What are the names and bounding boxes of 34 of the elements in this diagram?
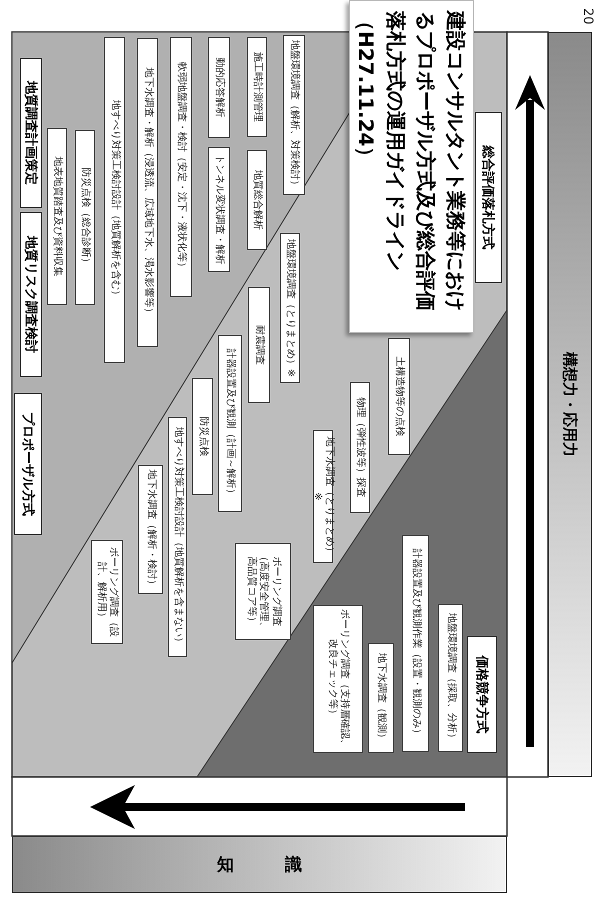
task-box: 地下水調査（とりまとめ）※ [313, 430, 333, 563]
task-box: 地下水調査（観測） [368, 643, 394, 753]
task-box: 計器設置及び観測作業（設置・観測のみ） [402, 535, 429, 752]
task-box: 地盤環境調査（解析、対策検討） [283, 35, 305, 195]
task-box: トンネル変状調査・解析 [208, 147, 230, 272]
task-box: 防災点検（総合診断） [75, 130, 95, 305]
method-heading: 総合評価落札方式 [475, 112, 502, 283]
task-box: 耐震調査 [248, 287, 270, 403]
task-box: 地すべり対策工検討設計（地質解析を含まない） [168, 417, 187, 657]
task-box: 軟弱地盤調査・検討（安定・沈下・液状化等） [170, 37, 192, 297]
method-heading: プロポーザル方式 [14, 393, 42, 535]
task-box: ボーリング調査（高度安全管理、高品質コア等） [235, 543, 291, 640]
page-number: 20 [580, 8, 595, 25]
method-heading: 地質調査計画策定 [20, 58, 42, 208]
method-heading: 地質リスク調査検討 [20, 212, 42, 377]
task-box: 土構造物等の点検 [388, 338, 410, 455]
task-box: 地盤環境調査（採取、分析） [438, 604, 463, 752]
task-box: 地下水調査・解析（浸透流、広域地下水、渇水影響等） [137, 38, 158, 347]
task-box: 地盤環境調査（とりまとめ）※ [280, 233, 300, 383]
task-box: 地表地質踏査及び資料収集 [47, 128, 67, 305]
gradient-band: 構想力・応用力 [548, 32, 592, 777]
task-box: 動的応答解析 [208, 37, 230, 138]
task-box: 防災点検 [192, 378, 213, 495]
task-box: 施工時計測管理 [247, 37, 267, 137]
task-box: 地質総合解析 [247, 150, 267, 250]
title-box: 建設コンサルタント業務等におけるプロポーザル方式及び総合評価落札方式の運用ガイドライン（H27.11.24） [349, 0, 474, 333]
gradient-band: 知識 [12, 836, 507, 893]
task-box: 物理（弾性波等）探査 [350, 382, 370, 513]
task-box: 計器設置及び観測（計画～解析） [218, 335, 242, 512]
task-box: ボーリング調査（支持層確認、改良チェック等） [313, 605, 363, 753]
task-box: 地すべり対策工検討設計（地質解析を含む） [104, 37, 125, 363]
method-heading: 価格競争方式 [467, 636, 497, 753]
task-box: ボーリング調査（設計、解析用） [91, 540, 123, 644]
task-box: 地下水調査（解析・検討） [138, 465, 163, 594]
